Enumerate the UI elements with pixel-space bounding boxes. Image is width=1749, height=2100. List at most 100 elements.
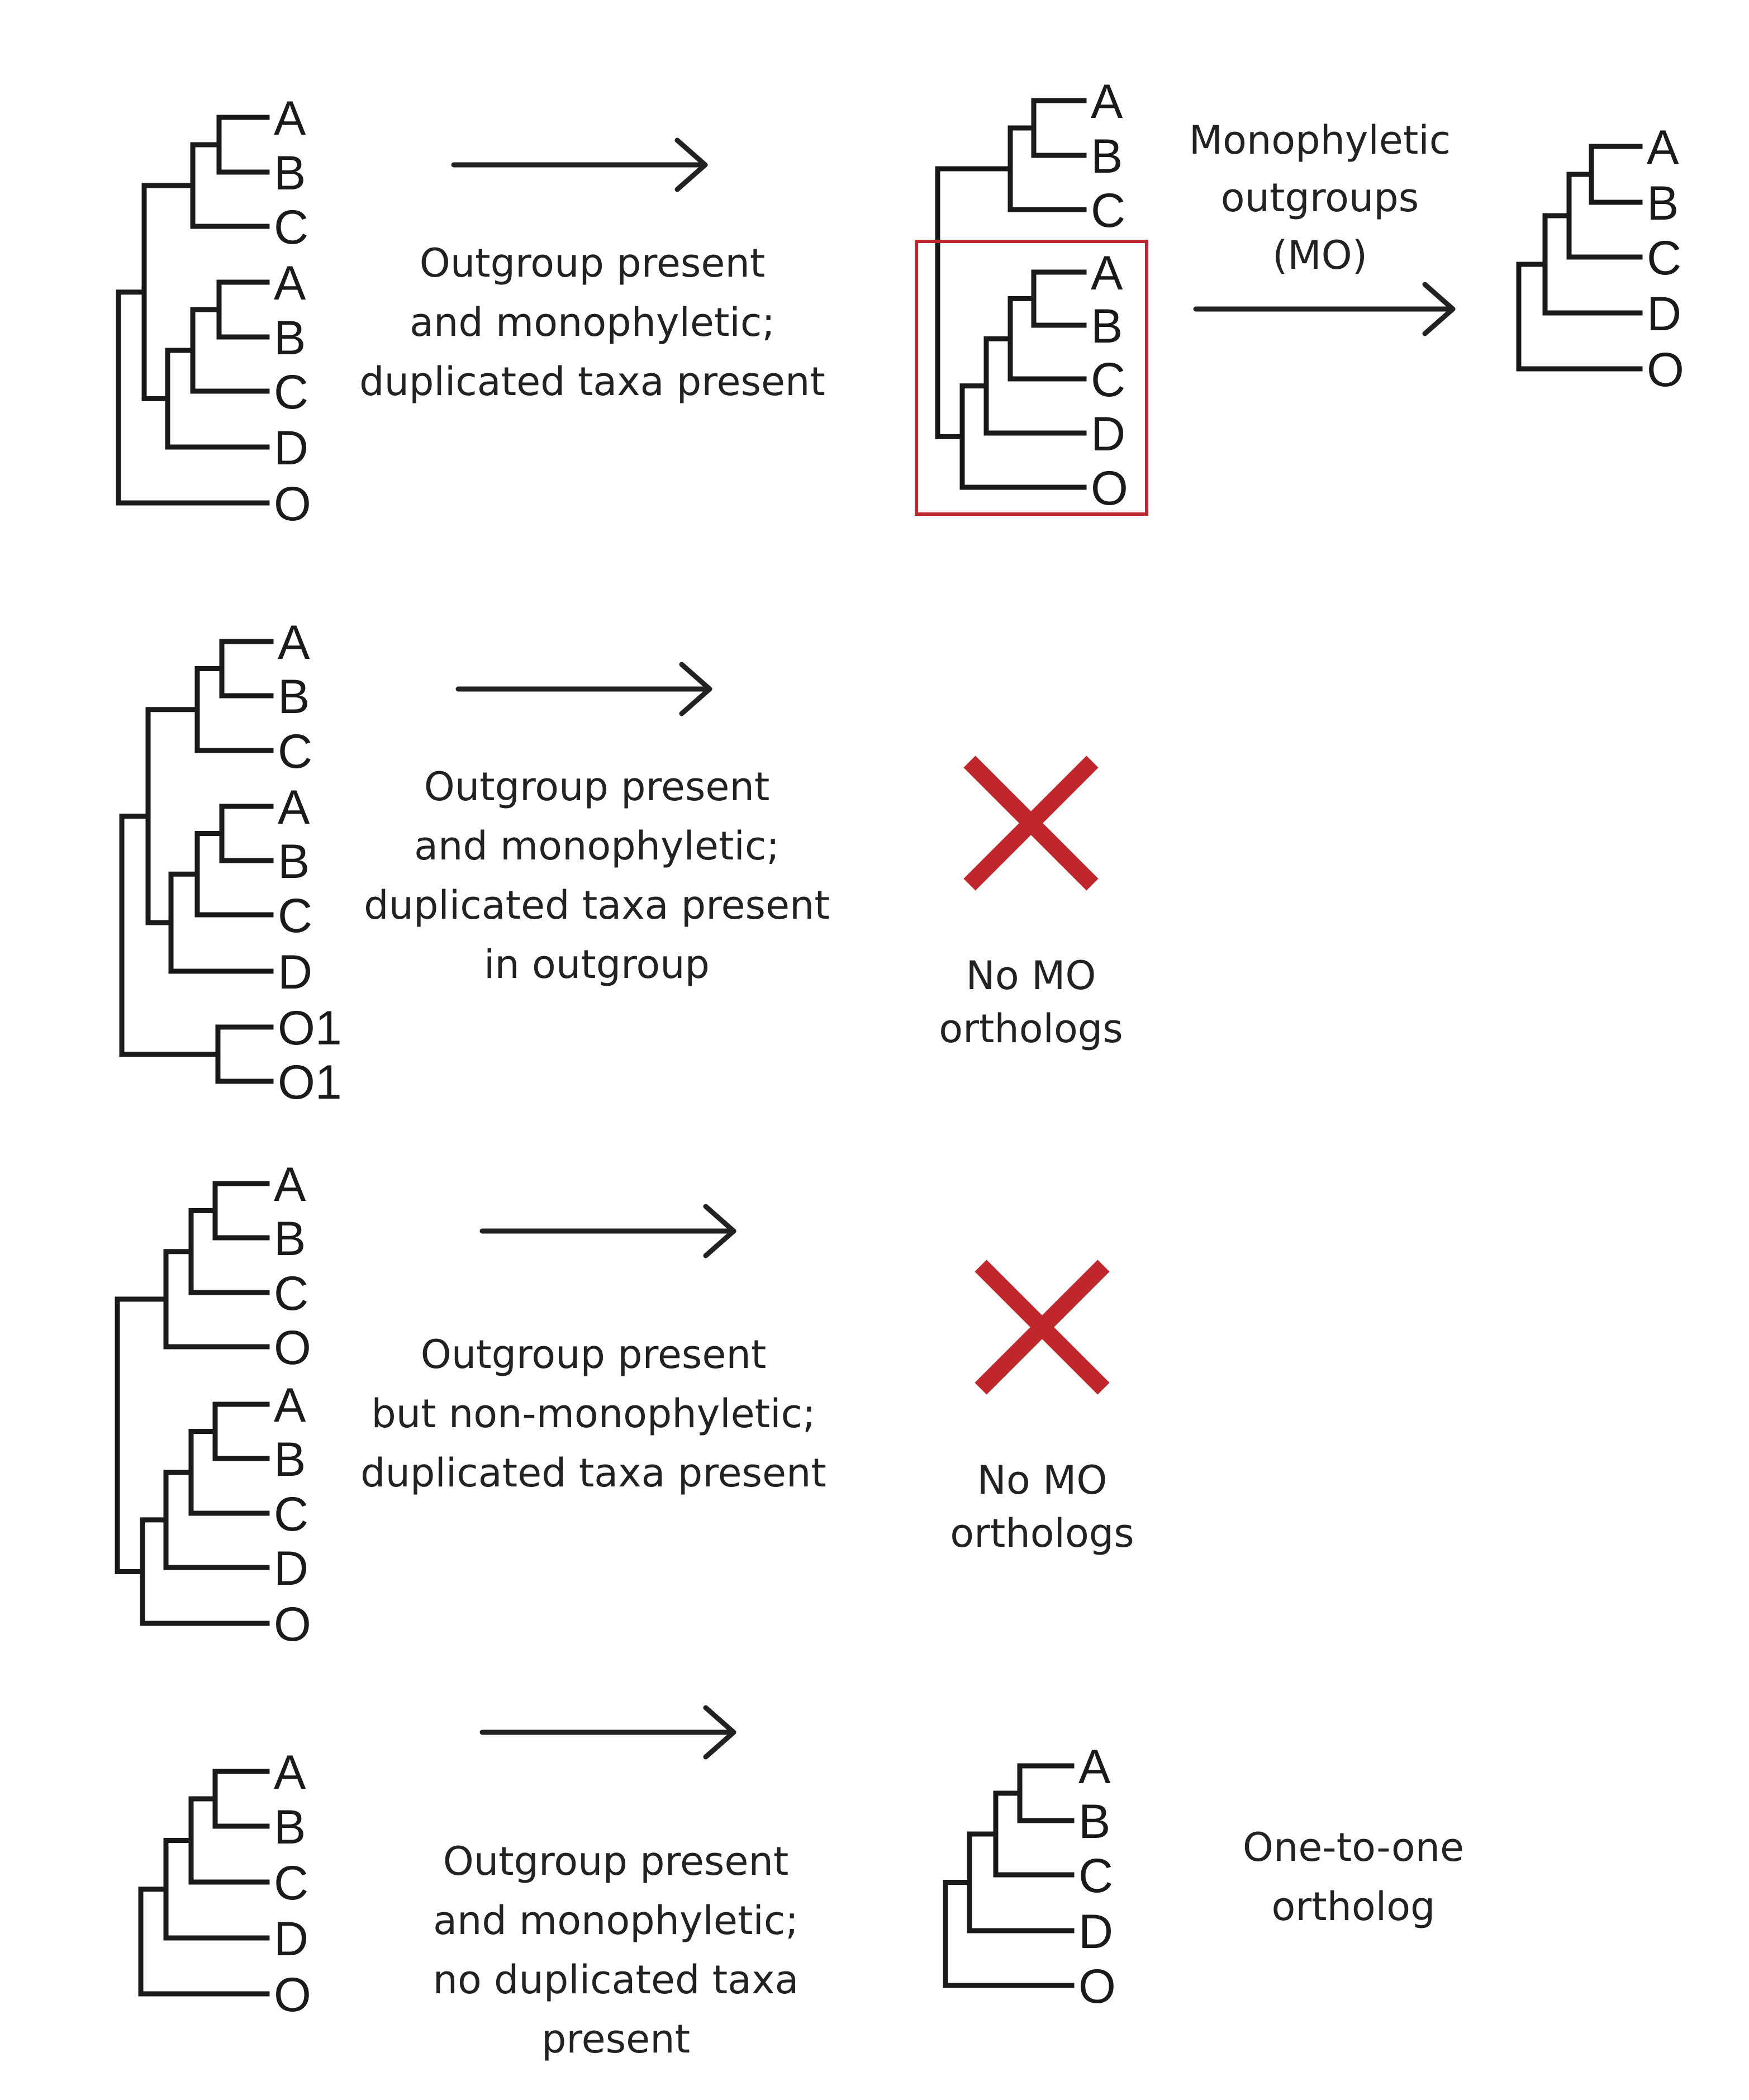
leaf-label: C [1091, 184, 1125, 237]
tree-branch [163, 1249, 270, 1350]
leaf-label: O [274, 1968, 311, 2022]
tree-branch [216, 115, 270, 175]
tree-branch [959, 383, 1087, 490]
leaf-label: B [1091, 300, 1123, 353]
outgroup-highlight-box [915, 240, 1148, 516]
leaf-label: O [1647, 343, 1684, 397]
tree-branch [1031, 98, 1087, 158]
caption-line: orthologs [950, 1510, 1134, 1556]
arrow-head [1422, 282, 1456, 336]
tree-branch [935, 166, 1013, 439]
row1-arrow [451, 137, 708, 192]
leaf-label: B [278, 670, 310, 724]
tree-branch [967, 1831, 1075, 1933]
row4-arrow [479, 1705, 736, 1760]
row3-arrow [479, 1204, 736, 1258]
leaf-label: A [1647, 121, 1679, 174]
leaf-label: C [274, 365, 308, 419]
leaf-label: D [274, 1542, 308, 1595]
x-stroke [975, 1260, 1110, 1395]
caption-line: present [541, 2016, 690, 2062]
tree-branch [194, 831, 274, 918]
tree-branch [993, 1790, 1075, 1878]
leaf-label: A [274, 1379, 306, 1432]
leaf-label: O [1091, 462, 1128, 515]
caption-line: outgroups [1221, 175, 1419, 221]
row2-arrow [455, 662, 712, 716]
tree-branch [1031, 269, 1087, 328]
x-mark-icon [963, 756, 1099, 891]
caption-line: (MO) [1272, 232, 1367, 278]
tree-branch [1566, 172, 1643, 260]
caption-line: but non-monophyletic; [371, 1391, 815, 1437]
leaf-label: D [274, 1912, 308, 1966]
leaf-label: C [1647, 231, 1681, 285]
leaf-label: C [274, 1267, 308, 1320]
leaf-label: O [1078, 1960, 1116, 2013]
x-stroke [963, 756, 1099, 891]
tree-branch [138, 1887, 270, 1997]
leaf-label: A [274, 1158, 306, 1211]
leaf-label: C [274, 1856, 308, 1910]
leaf-label: A [278, 781, 310, 834]
leaf-label: D [278, 946, 312, 999]
leaf-label: O1 [278, 1056, 342, 1109]
caption-line: Outgroup present [420, 240, 766, 286]
caption-line: and monophyletic; [414, 823, 780, 869]
row2-condition: Outgroup present and monophyletic; duplica… [364, 764, 830, 987]
leaf-label: B [1091, 130, 1123, 183]
leaf-label: A [1091, 75, 1123, 129]
tree-branch [1542, 213, 1643, 316]
leaf-label: A [278, 616, 310, 669]
tree-branch [163, 1838, 270, 1941]
tree-branch [188, 1429, 270, 1516]
leaf-label: C [274, 201, 308, 254]
tree-branch [1516, 262, 1643, 372]
arrow-head [703, 1705, 736, 1760]
x-mark-icon [975, 1260, 1110, 1395]
tree-branch [1007, 125, 1087, 212]
tree-branch [1589, 144, 1643, 205]
leaf-label: B [274, 311, 306, 365]
caption-line: duplicated taxa present [364, 882, 830, 928]
caption-line: and monophyletic; [410, 300, 775, 345]
leaf-label: C [274, 1488, 308, 1541]
leaf-label: A [1091, 246, 1123, 300]
tree-branch [212, 1181, 270, 1241]
caption-line: Outgroup present [424, 764, 770, 810]
leaf-label: C [278, 889, 312, 943]
leaf-label: A [274, 92, 306, 145]
leaf-label: A [274, 256, 306, 310]
leaf-label: B [274, 1800, 306, 1854]
tree-branch [219, 804, 274, 863]
caption-line: no duplicated taxa [433, 1957, 799, 2003]
caption-line: and monophyletic; [433, 1898, 799, 1944]
tree-branch [165, 348, 270, 450]
tree-branch [190, 142, 270, 229]
tree-branch [190, 307, 270, 394]
leaf-label: B [1647, 177, 1679, 230]
tree-branch [215, 1024, 274, 1084]
tree-branch [194, 666, 274, 753]
tree-branch [1017, 1763, 1075, 1823]
caption-line: ortholog [1272, 1884, 1436, 1930]
caption-line: in outgroup [484, 942, 710, 987]
tree-branch [212, 1769, 270, 1829]
leaf-label: A [1078, 1740, 1111, 1794]
leaf-label: C [1091, 353, 1125, 407]
tree-branch [943, 1880, 1075, 1988]
leaf-label: B [274, 146, 306, 200]
arrow-head [703, 1204, 736, 1258]
tree-branch [168, 871, 274, 974]
tree-branch [216, 279, 270, 340]
leaf-label: O [274, 477, 311, 531]
leaf-label: O1 [278, 1001, 342, 1055]
